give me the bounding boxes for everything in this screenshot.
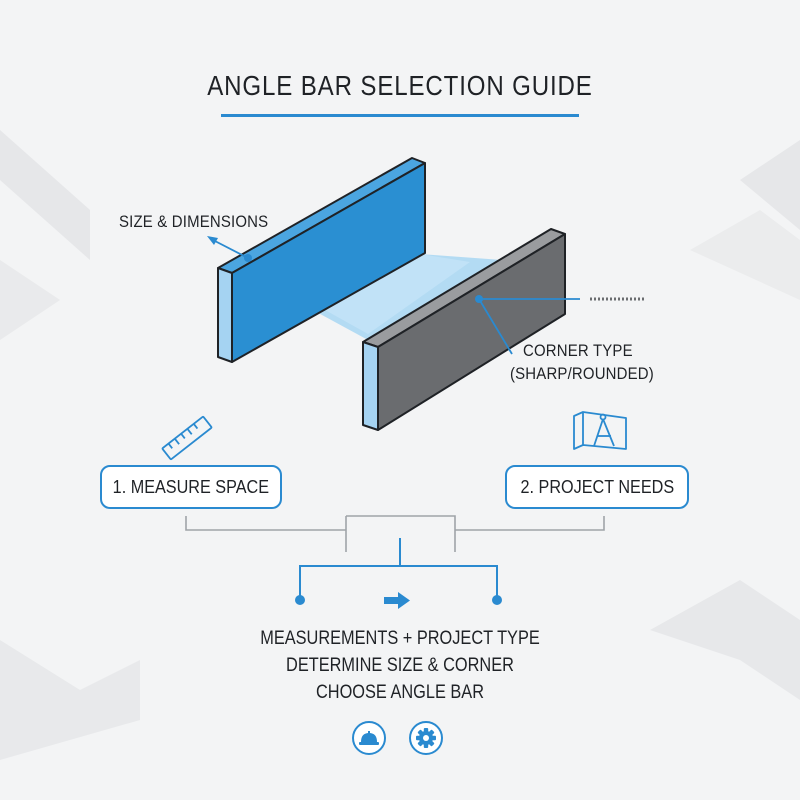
- label-corner-type: CORNER TYPE: [523, 341, 633, 360]
- page-title: ANGLE BAR SELECTION GUIDE: [207, 70, 593, 101]
- summary-line-2: DETERMINE SIZE & CORNER: [286, 655, 514, 676]
- ruler-icon: [161, 415, 213, 461]
- step-measure-space: 1. MEASURE SPACE: [100, 465, 282, 509]
- gray-plate: [362, 228, 566, 431]
- corner-pointer: [475, 295, 646, 355]
- label-corner-type-detail: (SHARP/ROUNDED): [510, 364, 654, 383]
- flow-lines: [299, 538, 498, 598]
- step-project-needs: 2. PROJECT NEEDS: [505, 465, 689, 509]
- gear-icon: [409, 721, 443, 755]
- summary-line-1: MEASUREMENTS + PROJECT TYPE: [260, 628, 540, 649]
- hard-hat-icon: [352, 721, 386, 755]
- flow-dot-right: [492, 595, 502, 605]
- blueprint-compass-icon: [573, 411, 627, 450]
- step-project-needs-label: 2. PROJECT NEEDS: [520, 476, 674, 497]
- arrow-right-icon: [384, 592, 410, 609]
- blue-plate: [217, 157, 426, 363]
- label-size-dimensions: SIZE & DIMENSIONS: [119, 212, 269, 231]
- flow-dot-left: [295, 595, 305, 605]
- step-measure-space-label: 1. MEASURE SPACE: [112, 476, 270, 497]
- size-pointer: [207, 236, 252, 262]
- summary-line-3: CHOOSE ANGLE BAR: [316, 682, 484, 703]
- title-underline: [221, 114, 579, 117]
- connector-lines: [185, 515, 605, 552]
